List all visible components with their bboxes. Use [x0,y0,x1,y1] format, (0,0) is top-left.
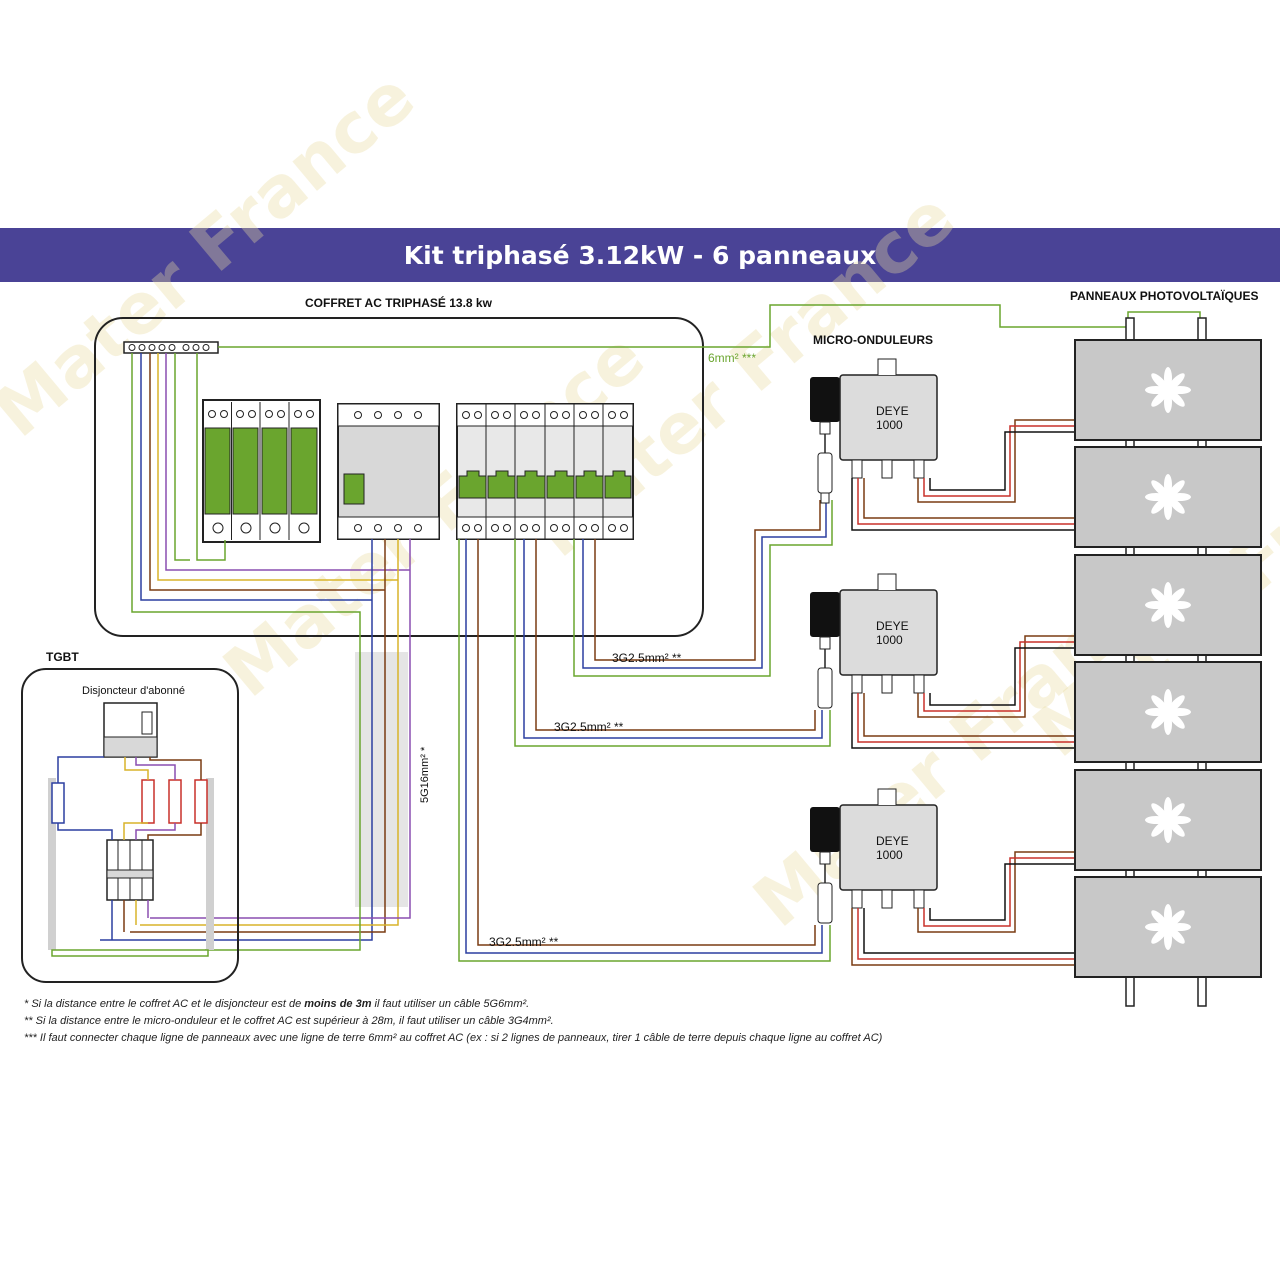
footnote-1: * Si la distance entre le coffret AC et … [24,996,1264,1013]
solar-panel-2 [1074,446,1262,548]
main-cable-label: 5G16mm² * [419,746,431,803]
coffret-ac-enclosure [94,317,704,637]
flower-logo-icon [1145,797,1191,843]
ac-cable-2-label: 3G2.5mm² ** [554,720,624,734]
tgbt-label: TGBT [46,650,79,664]
micro-inverter-1: DEYE 1000 [810,358,938,504]
ac-cable-3-label: 3G2.5mm² ** [489,935,559,949]
tgbt-rail-left [48,778,56,950]
inverter-1-model: 1000 [876,418,903,432]
footnote-1-bold: moins de 3m [304,998,372,1010]
earth-cable-label: 6mm² *** [708,351,756,365]
micro-inverter-3: DEYE 1000 [810,788,938,924]
footnote-2: ** Si la distance entre le micro-onduleu… [24,1015,554,1027]
micro-onduleurs-label: MICRO-ONDULEURS [813,333,933,347]
solar-panel-5 [1074,769,1262,871]
solar-panel-3 [1074,554,1262,656]
ac-cable-3 [458,539,831,962]
dc-wiring [851,419,1075,966]
main-cable-wires [100,539,411,951]
tgbt-breaker [106,839,154,901]
inverter-3-model: 1000 [876,848,903,862]
tgbt-terminal-blocks [51,779,208,824]
disjoncteur-label: Disjoncteur d'abonné [82,685,185,697]
breaker-row [456,403,634,540]
flower-logo-icon [1145,367,1191,413]
main-switch [337,403,440,540]
inverter-2-model: 1000 [876,633,903,647]
ac-cable-2 [514,539,831,747]
inverter-1-brand: DEYE [876,404,909,418]
flower-logo-icon [1145,689,1191,735]
inverter-3-brand: DEYE [876,834,909,848]
flower-logo-icon [1145,474,1191,520]
tgbt-wiring [57,756,202,940]
flower-logo-icon [1145,904,1191,950]
surge-protector [202,399,321,543]
solar-panels [1074,339,1262,978]
footnote-3: *** Il faut connecter chaque ligne de pa… [24,1032,883,1044]
footnote-1-end: il faut utiliser un câble 5G6mm². [371,998,530,1010]
title-banner: Kit triphasé 3.12kW - 6 panneaux [0,228,1280,282]
solar-panel-1 [1074,339,1262,441]
disjoncteur-abonne [103,702,158,758]
flower-logo-icon [1145,582,1191,628]
tgbt-earth-bar [51,949,209,957]
diagram-title: Kit triphasé 3.12kW - 6 panneaux [403,240,877,270]
inverter-2-brand: DEYE [876,619,909,633]
solar-panel-6 [1074,876,1262,978]
panneaux-label: PANNEAUX PHOTOVOLTAÏQUES [1070,288,1258,303]
main-cable-sheath [355,652,408,907]
footnote-1-text: * Si la distance entre le coffret AC et … [24,998,305,1010]
ac-cable-1 [573,500,833,677]
micro-inverter-2: DEYE 1000 [810,573,938,709]
tgbt-enclosure [21,668,239,983]
ac-cable-1-label: 3G2.5mm² ** [612,651,682,665]
tgbt-rail-right [206,778,214,950]
footnotes: * Si la distance entre le coffret AC et … [24,996,1264,1047]
coffret-label: COFFRET AC TRIPHASÉ 13.8 kw [305,295,493,310]
earth-terminal-bar [123,341,219,354]
solar-panel-4 [1074,661,1262,763]
watermark-text: Mater France [0,56,430,453]
